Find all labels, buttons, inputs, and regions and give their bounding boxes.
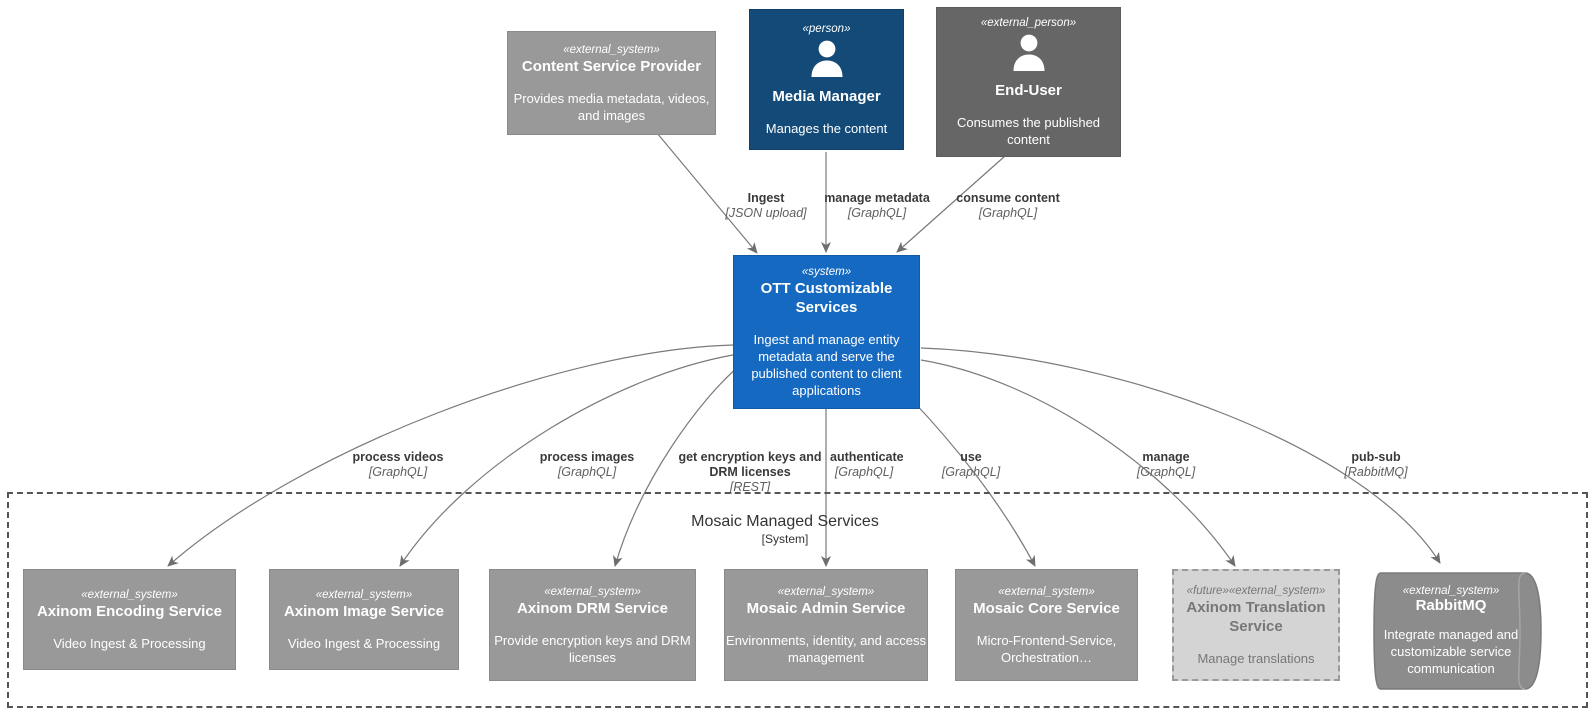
edge-label-use: use [GraphQL] — [922, 450, 1020, 480]
edge-label-pub-sub: pub-sub [RabbitMQ] — [1320, 450, 1432, 480]
edge-label-tech: [REST] — [729, 480, 771, 494]
node-stereotype: «external_system» — [563, 43, 660, 56]
node-description: Ingest and manage entity metadata and se… — [751, 332, 902, 398]
boundary-mosaic-managed-services — [7, 492, 1588, 708]
node-description: Environments, identity, and access manag… — [726, 632, 926, 665]
node-axinom-translation-service[interactable]: «future»«external_system» Axinom Transla… — [1172, 569, 1340, 681]
node-description: Micro-Frontend-Service, Orchestration… — [976, 632, 1117, 665]
edge-label-name: Ingest — [747, 191, 785, 205]
node-title: OTT Customizable Services — [760, 280, 893, 316]
edge-label-tech: [GraphQL] — [1136, 465, 1196, 479]
node-description: Consumes the published content — [956, 115, 1101, 147]
node-title: Axinom Encoding Service — [36, 602, 223, 620]
node-stereotype: «external_system» — [315, 588, 413, 601]
edge-label-consume-content: consume content [GraphQL] — [948, 191, 1068, 221]
node-stereotype: «external_system» — [544, 585, 641, 598]
node-title: Media Manager — [772, 88, 881, 105]
edge-label-tech: [JSON upload] — [725, 206, 807, 220]
node-stereotype: «system» — [801, 266, 852, 278]
node-title: Mosaic Admin Service — [746, 599, 906, 617]
edge-label-process-images: process images [GraphQL] — [527, 450, 647, 480]
edge-label-tech: [GraphQL] — [847, 206, 907, 220]
node-title: Axinom DRM Service — [517, 599, 668, 617]
edge-label-tech: [GraphQL] — [978, 206, 1038, 220]
edge-label-manage: manage [GraphQL] — [1110, 450, 1222, 480]
node-axinom-encoding-service[interactable]: «external_system» Axinom Encoding Servic… — [23, 569, 236, 670]
node-rabbitmq[interactable]: «external_system» RabbitMQ Integrate man… — [1373, 572, 1545, 690]
edge-label-tech: [RabbitMQ] — [1344, 465, 1408, 479]
node-stereotype: «external_system» — [998, 585, 1095, 598]
edge-label-name: pub-sub — [1351, 450, 1401, 464]
node-title: End-User — [995, 82, 1062, 99]
node-media-manager[interactable]: «person» Media Manager Manages the conte… — [749, 9, 904, 150]
edge-label-authenticate: authenticate [GraphQL] — [830, 450, 940, 480]
node-title: RabbitMQ — [1415, 597, 1487, 614]
node-description: Provides media metadata, videos, and ima… — [513, 90, 710, 123]
node-stereotype: «external_system» — [777, 585, 875, 598]
node-stereotype: «external_person» — [980, 17, 1077, 29]
node-stereotype: «future»«external_system» — [1186, 584, 1326, 597]
node-title: Axinom Translation Service — [1186, 598, 1326, 635]
boundary-label: Mosaic Managed Services [System] — [595, 512, 975, 547]
node-description: Video Ingest & Processing — [53, 635, 206, 651]
node-end-user[interactable]: «external_person» End-User Consumes the … — [936, 7, 1121, 157]
edge-label-name: consume content — [956, 191, 1060, 205]
edge-label-name: manage metadata — [824, 191, 930, 205]
node-title: Content Service Provider — [521, 57, 702, 75]
edge-label-ingest: Ingest [JSON upload] — [706, 191, 826, 221]
edge-label-tech: [GraphQL] — [941, 465, 1001, 479]
queue-text: «external_system» RabbitMQ Integrate man… — [1373, 572, 1545, 690]
node-stereotype: «external_system» — [81, 588, 178, 601]
node-description: Provide encryption keys and DRM licenses — [494, 632, 691, 665]
node-axinom-drm-service[interactable]: «external_system» Axinom DRM Service Pro… — [489, 569, 696, 681]
node-description: Integrate managed and customizable servi… — [1383, 627, 1519, 676]
edge-label-name: manage — [1142, 450, 1190, 464]
node-description: Manage translations — [1197, 650, 1315, 666]
node-title: Axinom Image Service — [283, 602, 445, 620]
edge-label-process-videos: process videos [GraphQL] — [338, 450, 458, 480]
node-axinom-image-service[interactable]: «external_system» Axinom Image Service V… — [269, 569, 459, 670]
edge-label-tech: [GraphQL] — [834, 465, 894, 479]
edge-label-tech: [GraphQL] — [557, 465, 617, 479]
edge-label-tech: [GraphQL] — [368, 465, 428, 479]
queue-shape-icon — [1373, 572, 1542, 690]
node-description: Video Ingest & Processing — [287, 635, 441, 651]
node-mosaic-admin-service[interactable]: «external_system» Mosaic Admin Service E… — [724, 569, 928, 681]
edge-label-name: get encryption keys and DRM licenses — [678, 450, 822, 479]
person-icon — [807, 38, 847, 83]
edge-label-name: process videos — [352, 450, 444, 464]
node-stereotype: «person» — [802, 23, 851, 35]
node-title: Mosaic Core Service — [973, 599, 1120, 617]
person-icon — [1009, 32, 1049, 77]
edge-label-name: use — [960, 450, 982, 464]
node-stereotype: «external_system» — [1402, 585, 1500, 597]
node-mosaic-core-service[interactable]: «external_system» Mosaic Core Service Mi… — [955, 569, 1138, 681]
boundary-subtitle: [System] — [761, 532, 809, 546]
node-content-service-provider[interactable]: «external_system» Content Service Provid… — [507, 31, 716, 135]
edge-label-get-encryption-keys: get encryption keys and DRM licenses [RE… — [678, 450, 822, 495]
node-ott-customizable-services[interactable]: «system» OTT Customizable Services Inges… — [733, 255, 920, 409]
edge-label-manage-metadata: manage metadata [GraphQL] — [817, 191, 937, 221]
boundary-title: Mosaic Managed Services — [691, 513, 879, 530]
node-description: Manages the content — [765, 121, 888, 136]
edge-label-name: process images — [539, 450, 635, 464]
edge-label-name: authenticate — [830, 450, 904, 464]
